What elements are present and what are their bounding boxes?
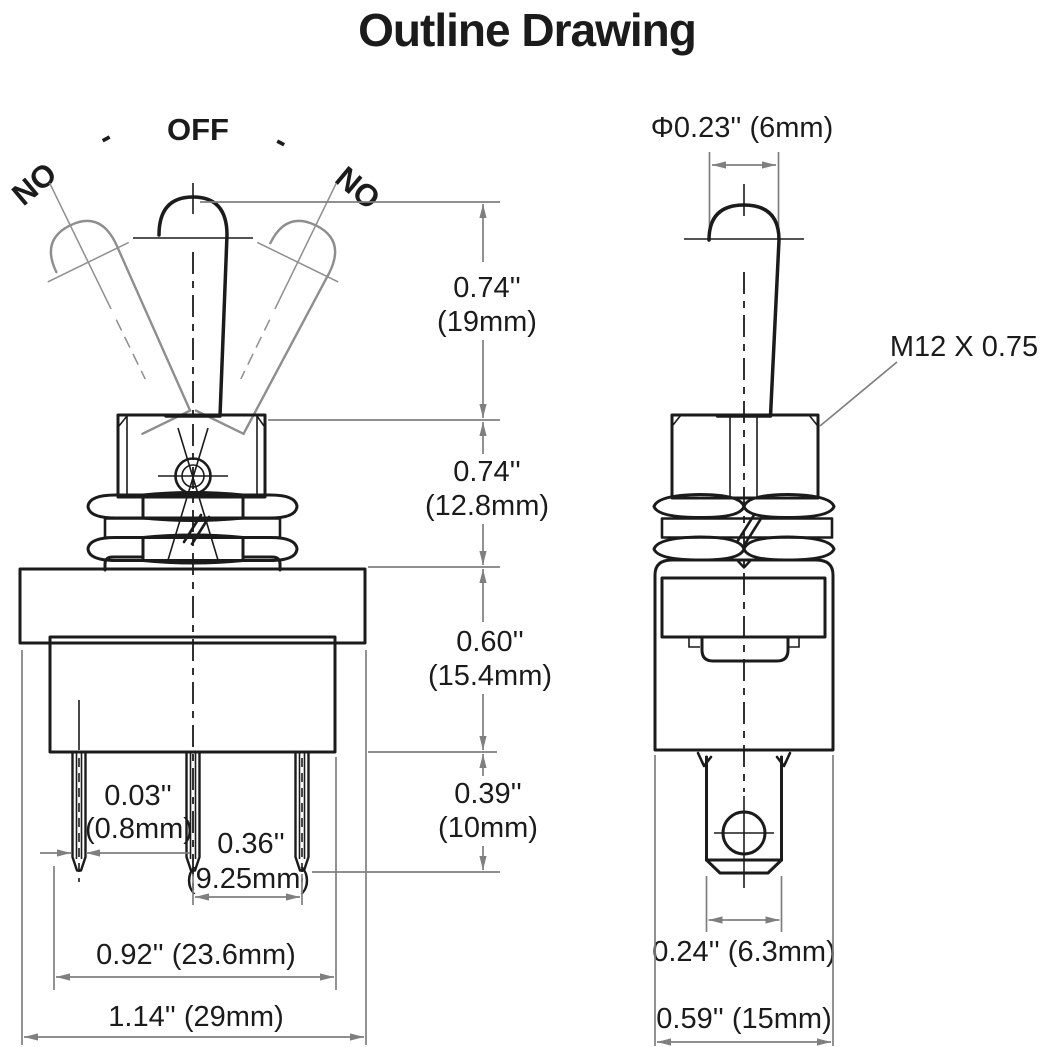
dimension-overall-width: 1.14'' (29mm) — [21, 650, 367, 1045]
dim-terminal-width: 0.24'' (6.3mm) — [652, 936, 836, 968]
dim-pin-pitch-in: 0.36'' — [217, 828, 285, 860]
bushing-side — [670, 413, 820, 500]
dimension-pin-thickness: 0.03'' (0.8mm) — [40, 780, 193, 857]
dimension-terminal-width: 0.24'' (6.3mm) — [652, 876, 836, 968]
dim-lever-height-mm: (19mm) — [437, 306, 537, 338]
position-tick-left: - — [92, 119, 118, 155]
ghost-lever-left — [47, 182, 192, 435]
ghost-lever-right — [194, 182, 339, 436]
dim-overall-width: 1.14'' (29mm) — [108, 1001, 283, 1033]
drawing-title: Outline Drawing — [358, 4, 696, 56]
dim-thread-spec: M12 X 0.75 — [890, 331, 1038, 363]
dim-lever-height-in: 0.74'' — [453, 272, 521, 304]
position-tick-right: - — [269, 123, 295, 159]
terminal-pin-left — [71, 750, 87, 882]
dim-pin-thickness-in: 0.03'' — [104, 780, 172, 812]
dim-body-height-in: 0.60'' — [456, 626, 524, 658]
thread-callout: M12 X 0.75 — [819, 331, 1038, 427]
dim-bushing-height-mm: (12.8mm) — [425, 490, 549, 522]
position-label-no-right: NO — [329, 160, 387, 217]
dim-body-depth: 0.59'' (15mm) — [656, 1003, 831, 1035]
dim-inner-width: 0.92'' (23.6mm) — [96, 939, 296, 971]
dim-terminal-height-in: 0.39'' — [454, 778, 522, 810]
dim-body-height-mm: (15.4mm) — [428, 660, 552, 692]
dimension-pin-pitch: 0.36'' (9.25mm) — [186, 828, 310, 905]
dim-bushing-height-in: 0.74'' — [453, 456, 521, 488]
dim-pin-thickness-mm: (0.8mm) — [85, 813, 193, 845]
lever-front — [133, 183, 253, 418]
dim-pin-pitch-mm: (9.25mm) — [186, 863, 310, 895]
lever-side — [684, 184, 804, 418]
dimension-body-depth: 0.59'' (15mm) — [654, 755, 834, 1046]
position-label-no-left: NO — [5, 156, 63, 213]
position-label-off: OFF — [167, 112, 229, 147]
dim-lever-diameter: Φ0.23'' (6mm) — [651, 112, 833, 144]
washer-side — [660, 513, 834, 546]
side-view: Φ0.23'' (6mm) M12 X 0.75 — [651, 112, 1038, 888]
dimension-lever-diameter: Φ0.23'' (6mm) — [651, 112, 833, 236]
dimension-chain-front: 0.74'' (19mm) 0.74'' (12.8mm) 0.60'' (15… — [200, 201, 552, 873]
terminal-pin-right — [294, 750, 310, 882]
dimension-inner-width: 0.92'' (23.6mm) — [53, 757, 337, 990]
front-view: NO - OFF - NO — [5, 112, 387, 890]
dim-terminal-height-mm: (10mm) — [438, 812, 538, 844]
terminal-blade-side — [696, 751, 792, 888]
